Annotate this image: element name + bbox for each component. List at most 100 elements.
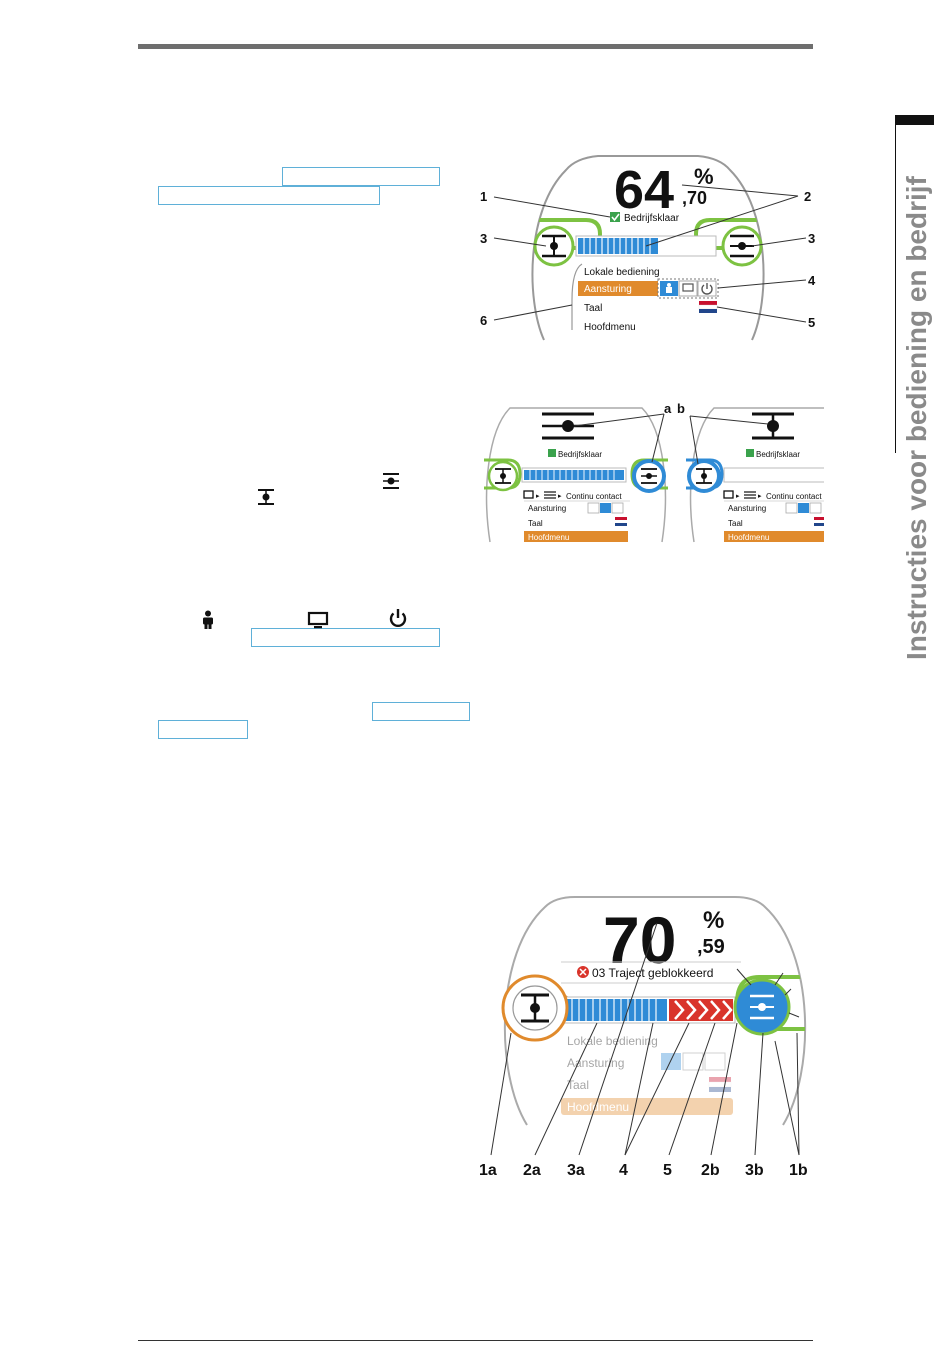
open-position-icon (550, 242, 558, 250)
callout-3-right: 3 (808, 231, 815, 246)
display-panel-a: Bedrijfsklaar ▸ ▸ Continu contact Aanstu… (484, 401, 672, 543)
status-text: Bedrijfsklaar (558, 450, 602, 459)
callout-6: 6 (480, 313, 487, 328)
svg-text:▸: ▸ (536, 493, 540, 500)
menu-item-aansturing[interactable]: Aansturing (728, 504, 766, 513)
menu-item-highlight (724, 531, 824, 542)
monitor-icon[interactable] (798, 503, 809, 513)
callout-4: 4 (619, 1162, 628, 1179)
menu-item-taal[interactable]: Taal (567, 1078, 589, 1092)
monitor-icon (523, 490, 534, 499)
callout-1a: 1a (479, 1162, 497, 1179)
power-icon[interactable] (704, 1052, 726, 1071)
percent-sign: % (694, 164, 714, 189)
menu-item-hoofdmenu[interactable]: Hoofdmenu (584, 322, 636, 333)
close-position-icon (383, 473, 399, 489)
status-text: Bedrijfsklaar (624, 213, 680, 224)
callout-b: b (677, 401, 685, 416)
footer-rule (138, 1340, 813, 1341)
monitor-icon[interactable] (600, 503, 611, 513)
svg-text:▸: ▸ (758, 493, 762, 500)
menu-item-lokale-bediening[interactable]: Lokale bediening (567, 1034, 658, 1048)
power-icon (389, 609, 407, 628)
percent-decimal: ,70 (682, 188, 707, 208)
person-icon (203, 610, 213, 629)
status-text: Bedrijfsklaar (756, 450, 800, 459)
person-icon[interactable] (785, 502, 798, 514)
open-position-icon (258, 489, 274, 505)
cross-reference-link[interactable] (282, 167, 440, 186)
close-position-icon (738, 242, 746, 250)
menu-item-hoofdmenu[interactable]: Hoofdmenu (728, 533, 769, 542)
cross-reference-link[interactable] (158, 720, 248, 739)
contact-mode-icon (744, 491, 756, 499)
callout-3-left: 3 (480, 231, 487, 246)
close-position-icon (562, 420, 574, 432)
progress-bar-fill (524, 470, 624, 480)
callout-1: 1 (480, 189, 487, 204)
menu-item-aansturing[interactable]: Aansturing (584, 284, 632, 295)
callout-4: 4 (808, 273, 816, 288)
display-figure-3: 70 % ,59 03 Traject geblokkeerd Lokale b… (479, 896, 808, 1179)
percent-integer: 64 (614, 160, 674, 220)
callout-2: 2 (804, 189, 811, 204)
close-position-icon (758, 1003, 766, 1011)
percent-decimal: ,59 (697, 936, 725, 958)
percent-integer: 70 (603, 903, 676, 977)
side-tab-marker (895, 115, 934, 125)
blocked-section (669, 999, 733, 1021)
error-status-text: 03 Traject geblokkeerd (592, 966, 713, 980)
monitor-icon (723, 490, 734, 499)
monitor-icon[interactable] (678, 280, 698, 297)
menu-item-highlight (524, 531, 628, 542)
check-icon (548, 449, 556, 457)
callout-3b: 3b (745, 1162, 764, 1179)
cross-reference-link[interactable] (372, 702, 470, 721)
menu-item-hoofdmenu[interactable]: Hoofdmenu (567, 1100, 629, 1114)
progress-bar-fill (578, 238, 658, 254)
side-tab-title: Instructies voor bediening en bedrijf (901, 176, 932, 660)
menu-item-taal[interactable]: Taal (528, 519, 543, 528)
menu-item-aansturing[interactable]: Aansturing (567, 1056, 624, 1070)
monitor-icon (307, 611, 329, 629)
svg-text:▸: ▸ (558, 493, 562, 500)
menu-item-highlight (578, 281, 658, 296)
menu-item-aansturing[interactable]: Aansturing (528, 504, 566, 513)
open-position-icon (767, 420, 779, 432)
power-icon[interactable] (809, 502, 822, 514)
cross-reference-link[interactable] (251, 628, 440, 647)
check-icon (610, 212, 620, 222)
callout-5: 5 (808, 315, 815, 330)
open-position-icon (530, 1003, 540, 1013)
callout-5: 5 (663, 1162, 672, 1179)
callout-1b: 1b (789, 1162, 808, 1179)
progress-bar (723, 467, 824, 483)
cross-reference-link[interactable] (158, 186, 380, 205)
dutch-flag-icon (698, 301, 718, 313)
display-figure-2: Bedrijfsklaar ▸ ▸ Continu contact Aanstu… (484, 401, 824, 543)
mode-text: Continu contact (766, 492, 822, 501)
svg-text:▸: ▸ (736, 493, 740, 500)
monitor-icon[interactable] (682, 1052, 704, 1071)
menu-item-lokale-bediening[interactable]: Lokale bediening (584, 267, 660, 278)
progress-bar-fill (565, 999, 667, 1021)
display-panel-b: Bedrijfsklaar ▸ ▸ Continu contact Aanstu… (686, 407, 824, 543)
callout-2a: 2a (523, 1162, 541, 1179)
power-icon[interactable] (611, 502, 624, 514)
check-icon (746, 449, 754, 457)
callout-3a: 3a (567, 1162, 585, 1179)
contact-mode-icon (544, 491, 556, 499)
person-icon[interactable] (587, 502, 600, 514)
callout-2b: 2b (701, 1162, 720, 1179)
person-icon[interactable] (661, 1053, 681, 1070)
header-rule (138, 44, 813, 49)
display-figure-1: 64 % ,70 Bedrijfsklaar Lokale bediening … (480, 155, 816, 341)
percent-sign: % (703, 907, 724, 934)
callout-a: a (664, 401, 672, 416)
menu-item-taal[interactable]: Taal (584, 303, 602, 314)
menu-item-taal[interactable]: Taal (728, 519, 743, 528)
menu-item-hoofdmenu[interactable]: Hoofdmenu (528, 533, 569, 542)
mode-text: Continu contact (566, 492, 622, 501)
menu-item-highlight (561, 1098, 733, 1115)
side-tab-line (895, 115, 896, 453)
